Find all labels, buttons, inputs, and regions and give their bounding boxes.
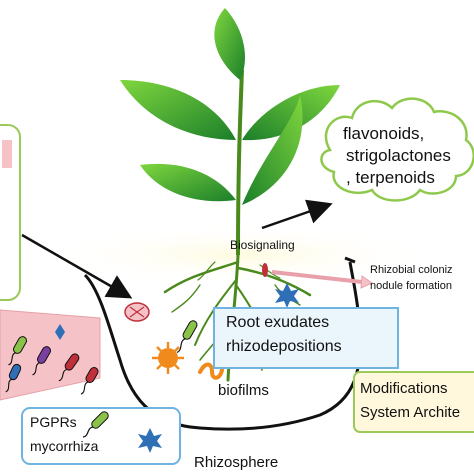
rhizobial-label-1: Rhizobial coloniz — [370, 264, 453, 276]
cloud-line-2: strigolactones — [346, 146, 451, 165]
pink-panel-bacteria — [5, 324, 99, 395]
left-lower-leaf — [140, 163, 236, 202]
biofilms-label: biofilms — [218, 382, 269, 399]
orange-microbe-icon — [152, 342, 184, 374]
pgpr-box — [21, 407, 181, 465]
exudates-label-2: rhizodepositions — [226, 338, 342, 355]
left-box-marker — [2, 140, 12, 168]
modifications-label-1: Modifications — [360, 380, 448, 397]
pgpr-bacterium-icon — [82, 411, 109, 438]
left-partial-box — [0, 124, 21, 301]
left-upper-leaf — [120, 80, 236, 140]
modifications-box — [353, 371, 474, 433]
blue-microbe-icon — [275, 283, 299, 308]
pathogen-cross-icon — [129, 306, 145, 318]
rhizosphere-boundary-end — [344, 256, 356, 264]
rhizobial-arrow-head — [360, 275, 374, 289]
biofilm-icon — [198, 362, 224, 380]
green-bacterium-icon — [176, 320, 198, 354]
rhizobial-label-2: nodule formation — [370, 280, 452, 292]
biosignaling-label: Biosignaling — [230, 238, 295, 252]
plant-stem — [236, 69, 244, 256]
rhizobial-arrow — [271, 270, 363, 284]
pink-panel — [0, 309, 101, 401]
signal-arrow-left — [21, 233, 133, 299]
exudates-label-1: Root exudates — [226, 314, 330, 331]
compounds-cloud — [320, 97, 474, 202]
rhizosphere-label: Rhizosphere — [194, 454, 279, 471]
right-upper-leaf — [242, 85, 340, 141]
mycorrhiza-icon — [138, 428, 162, 453]
modifications-label-2: System Archite — [360, 404, 461, 421]
cloud-line-1: flavonoids, — [343, 124, 425, 143]
cloud-line-3: , terpenoids — [346, 168, 435, 187]
mycorrhiza-label: mycorrhiza — [30, 438, 99, 454]
right-lower-leaf — [242, 95, 303, 205]
root-exudates-box — [213, 307, 399, 369]
rhizobium-cell — [262, 263, 268, 277]
top-leaf — [214, 8, 245, 80]
biosignaling-arrow — [261, 199, 333, 230]
pgprs-label: PGPRs — [30, 414, 77, 430]
